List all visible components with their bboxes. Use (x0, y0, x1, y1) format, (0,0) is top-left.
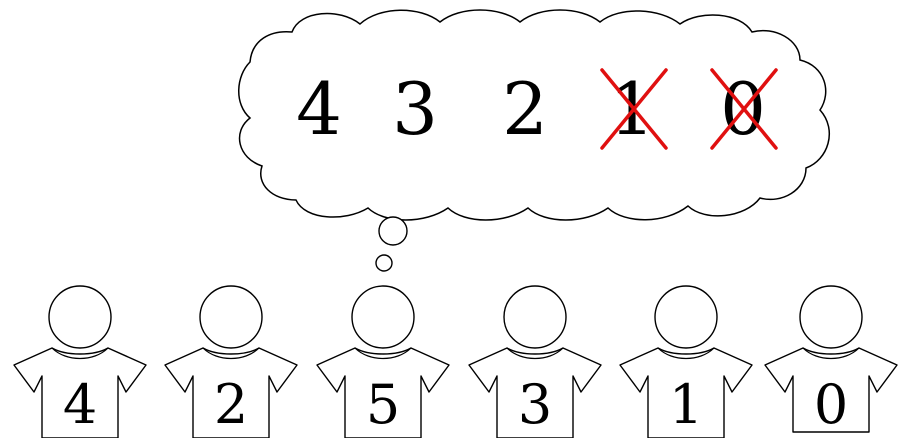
crossed-out-marks (600, 68, 778, 150)
thought-cloud (238, 9, 830, 221)
cross-mark (710, 68, 778, 150)
thought-cloud-outline (238, 9, 830, 221)
person: 1 (619, 285, 753, 438)
tshirt-collar (802, 347, 860, 359)
head (654, 285, 718, 349)
thought-number: 2 (502, 67, 548, 151)
person: 5 (316, 285, 450, 438)
head (48, 285, 112, 349)
thought-number: 4 (296, 67, 342, 151)
shirt-number: 5 (366, 373, 400, 436)
tshirt-collar (51, 347, 109, 359)
person: 3 (468, 285, 602, 438)
shirt-number: 2 (214, 373, 248, 436)
shirt-number: 1 (669, 373, 703, 436)
tshirt-collar (506, 347, 564, 359)
tshirt-collar (657, 347, 715, 359)
head (351, 285, 415, 349)
person: 2 (164, 285, 298, 438)
shirt-number: 4 (63, 373, 97, 436)
head (799, 285, 863, 349)
person: 4 (13, 285, 147, 438)
thought-number: 3 (392, 67, 438, 151)
tshirt-collar (202, 347, 260, 359)
person: 0 (764, 285, 898, 436)
head (199, 285, 263, 349)
cross-mark (600, 68, 668, 150)
people-row: 4 2 5 3 1 0 (13, 285, 898, 438)
shirt-number: 3 (518, 373, 552, 436)
thought-bubble-small (375, 254, 393, 272)
head (503, 285, 567, 349)
thought-numbers: 4 3 2 1 0 (296, 67, 766, 151)
thought-bubble-large (378, 216, 408, 246)
shirt-number: 0 (814, 373, 848, 436)
tshirt-collar (354, 347, 412, 359)
